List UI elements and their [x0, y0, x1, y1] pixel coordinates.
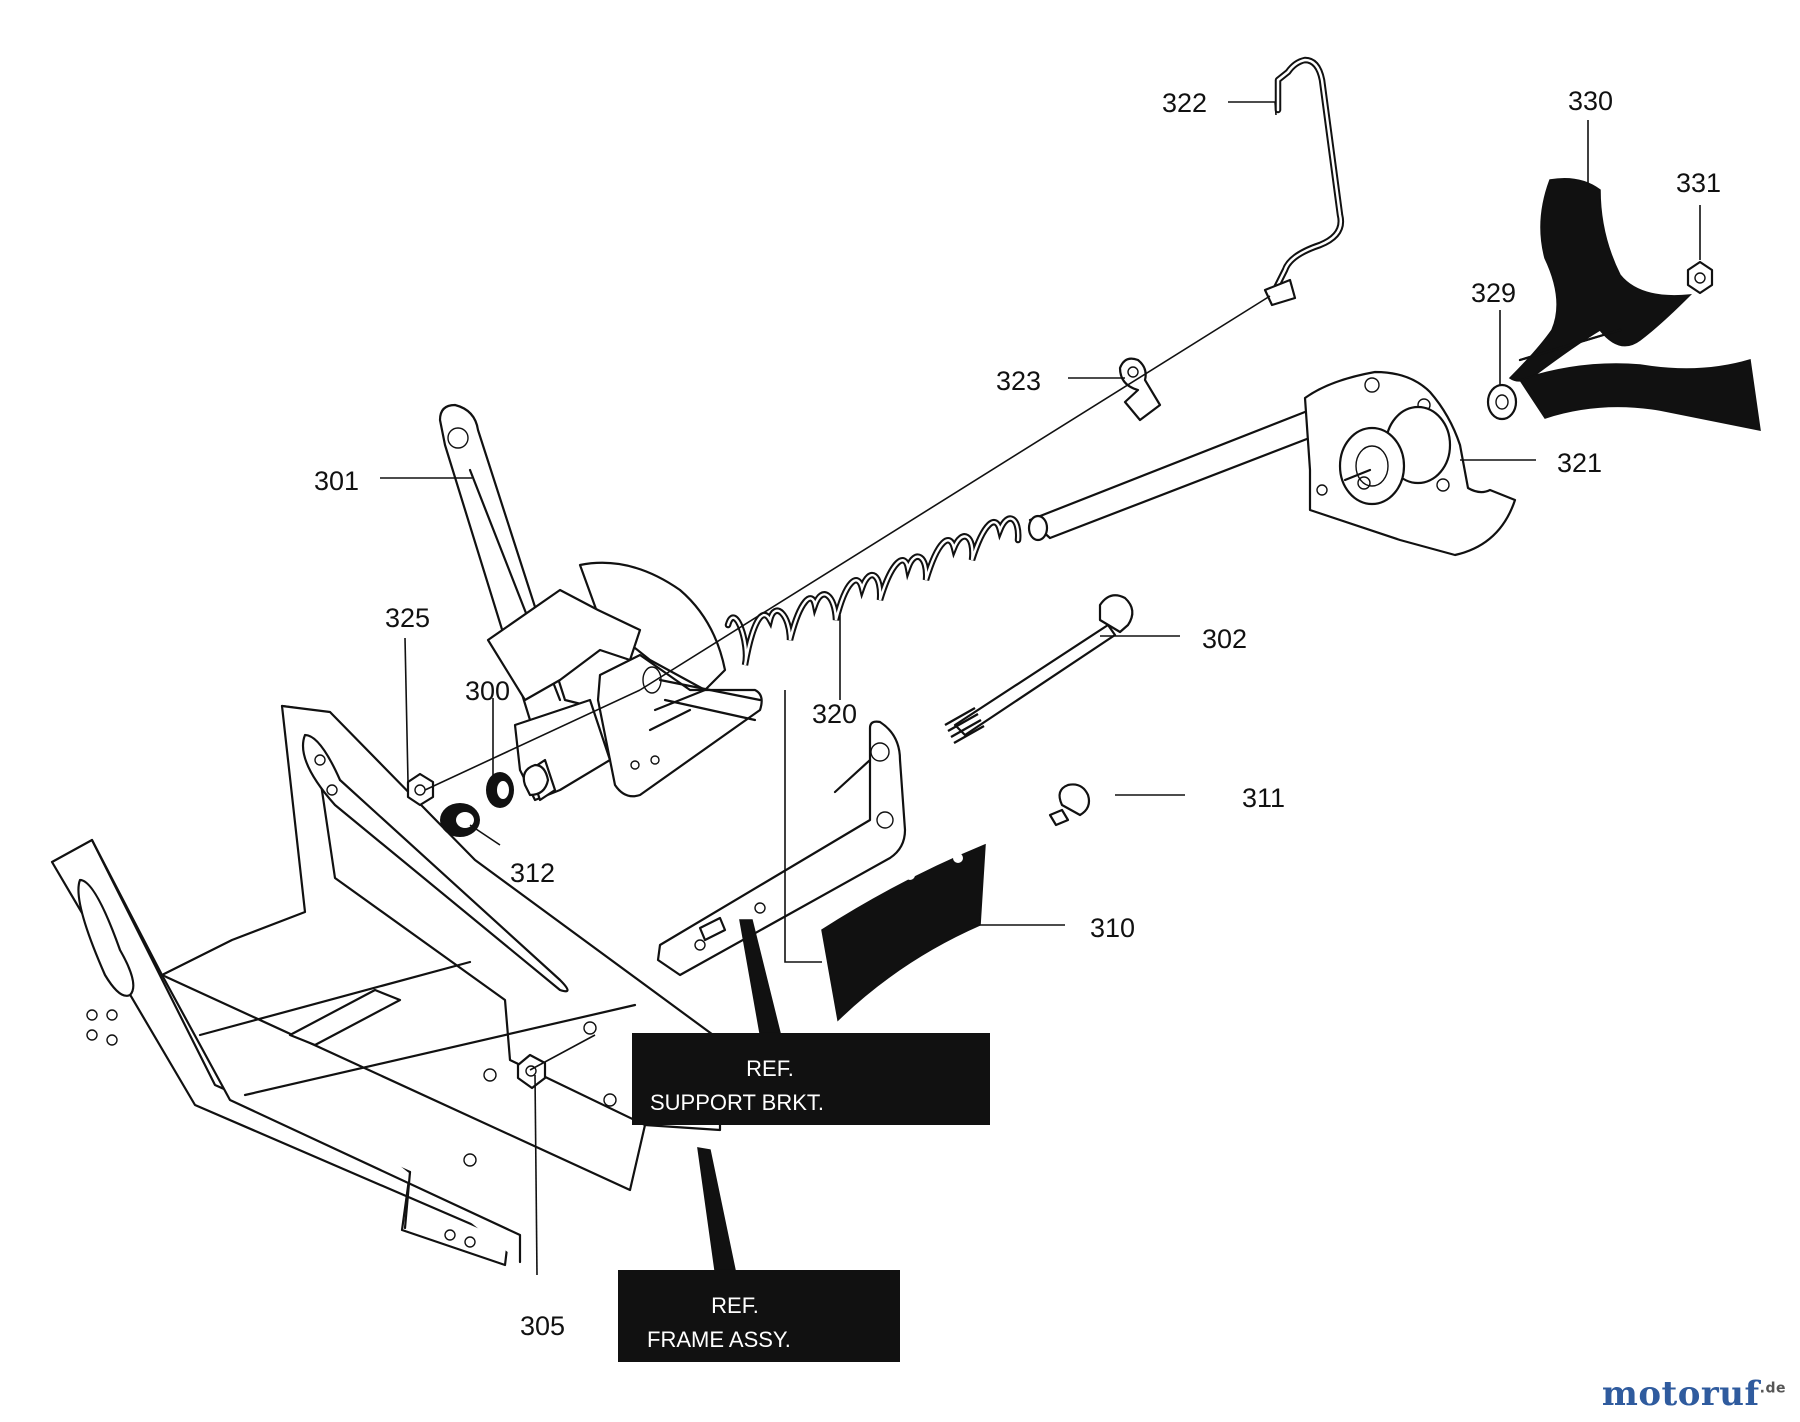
label-329: 329 [1471, 278, 1516, 308]
part-labels: 322 330 331 329 323 321 301 325 302 300 … [314, 86, 1721, 1341]
label-320: 320 [812, 699, 857, 729]
ref-frame-line1: REF. [711, 1293, 759, 1318]
support-bracket [656, 720, 907, 977]
label-325: 325 [385, 603, 430, 633]
label-301: 301 [314, 466, 359, 496]
frame-assembly [50, 704, 722, 1267]
nut-331 [1686, 260, 1714, 295]
ref-frame-assembly: REF. FRAME ASSY. [618, 1270, 900, 1362]
washer-329 [1486, 383, 1518, 421]
rod-322 [1263, 56, 1345, 307]
watermark-name: motoruf [1601, 1374, 1760, 1414]
label-305: 305 [520, 1311, 565, 1341]
washer-300 [486, 772, 514, 808]
nut-305 [516, 1053, 547, 1090]
watermark-suffix: .de [1759, 1380, 1786, 1397]
hub-330 [1508, 178, 1761, 431]
nut-325 [406, 772, 435, 807]
label-302: 302 [1202, 624, 1247, 654]
shift-rod-321 [1027, 370, 1517, 557]
ref-pointer-frame [697, 1147, 736, 1271]
watermark-logo: motoruf.de [1602, 1374, 1786, 1414]
label-323: 323 [996, 366, 1041, 396]
label-312: 312 [510, 858, 555, 888]
label-331: 331 [1676, 168, 1721, 198]
bushing [522, 763, 550, 797]
label-321: 321 [1557, 448, 1602, 478]
bolt-302 [944, 594, 1134, 745]
leader-lines [380, 101, 1701, 1276]
ref-support-line1: REF. [746, 1056, 794, 1081]
label-322: 322 [1162, 88, 1207, 118]
ref-support-bracket: REF. SUPPORT BRKT. [632, 1033, 990, 1125]
ref-frame-line2: FRAME ASSY. [647, 1327, 791, 1352]
label-330: 330 [1568, 86, 1613, 116]
label-310: 310 [1090, 913, 1135, 943]
ref-support-line2: SUPPORT BRKT. [650, 1090, 824, 1115]
ref-pointer-support [739, 919, 781, 1034]
bolt-311 [1048, 783, 1091, 827]
spring-320 [724, 515, 1022, 666]
label-311: 311 [1242, 783, 1285, 813]
label-300: 300 [465, 676, 510, 706]
washer-312 [440, 803, 480, 837]
